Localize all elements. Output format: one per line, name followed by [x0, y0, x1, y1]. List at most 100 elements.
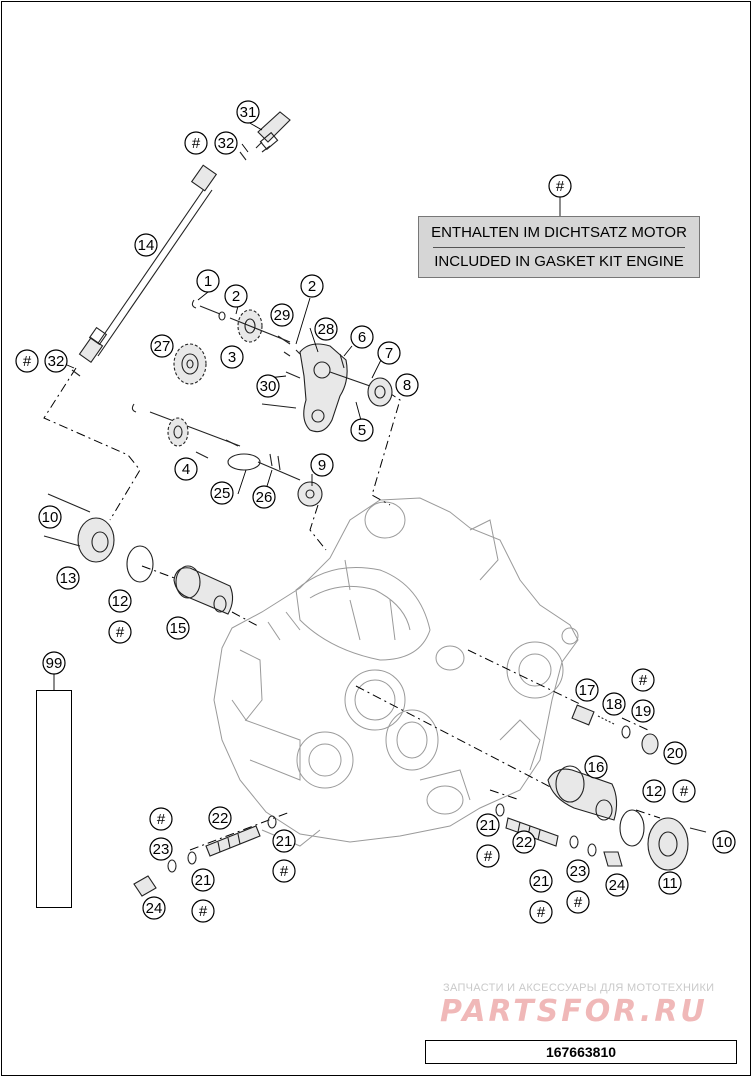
callout-25[interactable]: 25 [210, 481, 234, 505]
callout-21[interactable]: 21 [529, 869, 553, 893]
callout-kit-marker[interactable]: # [15, 349, 39, 373]
callout-kit-marker[interactable]: # [184, 131, 208, 155]
callout-21[interactable]: 21 [272, 829, 296, 853]
callout-18[interactable]: 18 [602, 692, 626, 716]
callout-kit-marker[interactable]: # [631, 668, 655, 692]
svg-text:30: 30 [260, 378, 277, 395]
legend-header-99[interactable]: 99 [42, 651, 66, 675]
svg-text:22: 22 [516, 834, 533, 851]
callout-kit-marker[interactable]: # [191, 899, 215, 923]
callout-22[interactable]: 22 [208, 806, 232, 830]
callout-21[interactable]: 21 [191, 868, 215, 892]
svg-text:21: 21 [480, 817, 497, 834]
callout-31[interactable]: 31 [236, 100, 260, 124]
callout-1[interactable]: 1 [196, 269, 220, 293]
callout-8[interactable]: 8 [395, 373, 419, 397]
callout-9[interactable]: 9 [310, 453, 334, 477]
callout-20[interactable]: 20 [663, 741, 687, 765]
part-3-gear [191, 299, 291, 343]
leader-lines [59, 121, 383, 497]
callout-3[interactable]: 3 [220, 345, 244, 369]
callout-7[interactable]: 7 [377, 341, 401, 365]
callout-5[interactable]: 5 [350, 418, 374, 442]
callout-2[interactable]: 2 [300, 274, 324, 298]
part-14-oil-line [78, 164, 218, 363]
svg-text:10: 10 [716, 834, 733, 851]
callout-12[interactable]: 12 [108, 589, 132, 613]
callout-14[interactable]: 14 [134, 233, 158, 257]
crankcase-drawing [213, 497, 579, 847]
kit-note-english: INCLUDED IN GASKET KIT ENGINE [434, 253, 684, 270]
svg-text:20: 20 [667, 745, 684, 762]
svg-text:5: 5 [358, 422, 366, 439]
callout-21[interactable]: 21 [476, 813, 500, 837]
svg-text:26: 26 [256, 489, 273, 506]
svg-text:#: # [680, 783, 689, 800]
svg-text:18: 18 [606, 696, 623, 713]
part-11-filter-cover-right [647, 817, 707, 871]
part-4-gear-shaft [131, 403, 241, 459]
svg-text:23: 23 [570, 863, 587, 880]
callout-30[interactable]: 30 [256, 374, 280, 398]
callout-29[interactable]: 29 [270, 303, 294, 327]
svg-text:32: 32 [218, 135, 235, 152]
svg-text:#: # [556, 178, 565, 195]
svg-text:#: # [199, 903, 208, 920]
svg-text:27: 27 [154, 338, 171, 355]
callout-28[interactable]: 28 [314, 317, 338, 341]
callout-27[interactable]: 27 [150, 334, 174, 358]
callout-24[interactable]: 24 [142, 896, 166, 920]
part-12-o-ring-left [126, 545, 154, 583]
part-12-o-ring-right [619, 809, 645, 847]
callout-19[interactable]: 19 [631, 699, 655, 723]
callout-10[interactable]: 10 [712, 830, 736, 854]
part-27-gear [173, 343, 207, 385]
svg-text:#: # [192, 135, 201, 152]
svg-text:24: 24 [146, 900, 163, 917]
callout-23[interactable]: 23 [566, 859, 590, 883]
svg-text:19: 19 [635, 703, 652, 720]
legend-frame [36, 690, 72, 908]
part-29-30-bolts [261, 335, 301, 409]
callout-24[interactable]: 24 [605, 873, 629, 897]
callout-kit-marker[interactable]: # [108, 620, 132, 644]
callout-10[interactable]: 10 [38, 505, 62, 529]
svg-text:#: # [537, 904, 546, 921]
svg-text:#: # [574, 894, 583, 911]
callout-32[interactable]: 32 [44, 349, 68, 373]
callout-kit-marker[interactable]: # [272, 859, 296, 883]
watermark-logo: PARTSFOR.RU [440, 994, 708, 1029]
svg-text:#: # [639, 672, 648, 689]
callout-17[interactable]: 17 [575, 678, 599, 702]
part-32-seal-ring [71, 151, 247, 377]
callout-15[interactable]: 15 [166, 616, 190, 640]
callout-23[interactable]: 23 [149, 837, 173, 861]
svg-text:21: 21 [276, 833, 293, 850]
callout-13[interactable]: 13 [56, 566, 80, 590]
part-16-oil-filter-right [547, 765, 618, 821]
callout-kit-marker[interactable]: # [529, 900, 553, 924]
callout-16[interactable]: 16 [584, 755, 608, 779]
svg-text:13: 13 [60, 570, 77, 587]
svg-text:21: 21 [533, 873, 550, 890]
callout-12[interactable]: 12 [642, 779, 666, 803]
callout-6[interactable]: 6 [350, 325, 374, 349]
callout-26[interactable]: 26 [252, 485, 276, 509]
kit-note-marker[interactable]: # [548, 174, 572, 198]
svg-text:7: 7 [385, 345, 393, 362]
callout-11[interactable]: 11 [658, 871, 682, 895]
callout-kit-marker[interactable]: # [566, 890, 590, 914]
callout-kit-marker[interactable]: # [149, 807, 173, 831]
callout-kit-marker[interactable]: # [672, 779, 696, 803]
svg-text:12: 12 [112, 593, 129, 610]
callout-2[interactable]: 2 [224, 284, 248, 308]
callout-32[interactable]: 32 [214, 131, 238, 155]
callout-22[interactable]: 22 [512, 830, 536, 854]
svg-text:#: # [280, 863, 289, 880]
callout-kit-marker[interactable]: # [476, 844, 500, 868]
svg-text:10: 10 [42, 509, 59, 526]
svg-text:6: 6 [358, 329, 366, 346]
callout-4[interactable]: 4 [174, 457, 198, 481]
part-22-strainer-right [495, 803, 623, 867]
